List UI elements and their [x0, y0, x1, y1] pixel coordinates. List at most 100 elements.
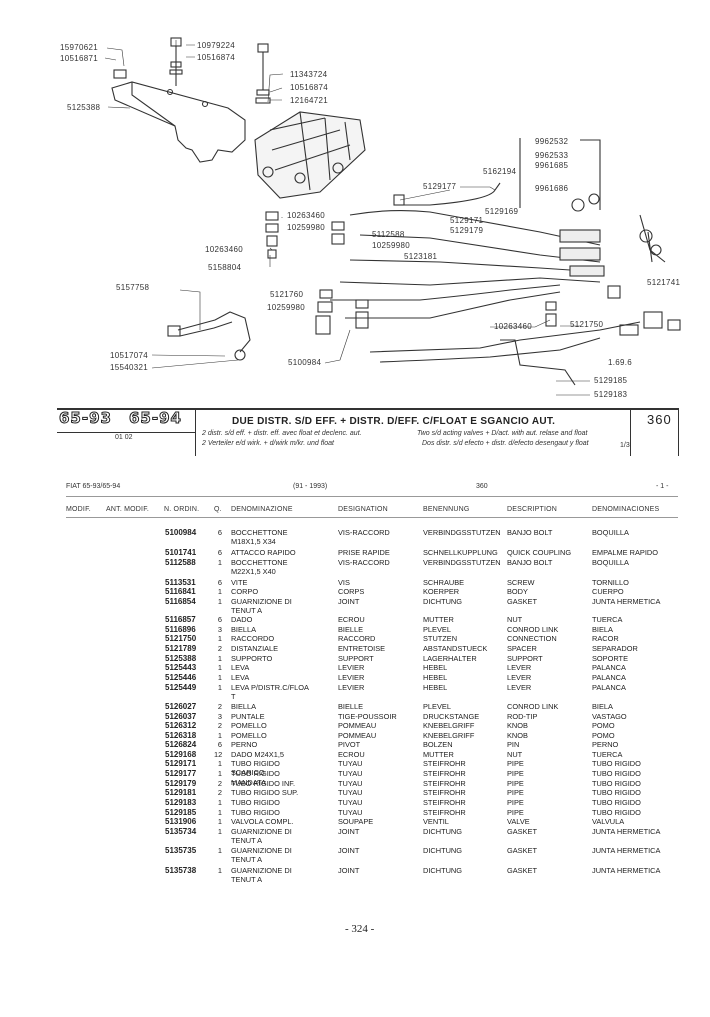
cell-es: JUNTA HERMETICA — [592, 866, 661, 875]
callout: 5162194 — [483, 167, 517, 176]
header-fr: DESIGNATION — [338, 506, 388, 513]
cell-fr: SUPPORT — [338, 654, 374, 663]
cell-q: 2 — [217, 644, 222, 653]
callout: 5129171 — [450, 216, 484, 225]
cell-de: VENTIL — [423, 817, 449, 826]
cell-de: VERBINDGSSTUTZEN — [423, 558, 501, 567]
cell-no: 5121789 — [165, 644, 197, 653]
cell-it: VITE — [231, 578, 248, 587]
cell-es: JUNTA HERMETICA — [592, 597, 661, 606]
cell-fr: VIS-RACCORD — [338, 558, 390, 567]
cell-fr: TUYAU — [338, 769, 363, 778]
cell-es: POMO — [592, 731, 615, 740]
cell-fr: POMMEAU — [338, 731, 377, 740]
cell-q: 6 — [217, 528, 222, 537]
model-logo: 65-93 — [59, 409, 112, 428]
cell-it: BOCCHETTONE M18X1,5 X34 — [231, 528, 288, 546]
header-order-no: N. ORDIN. — [164, 506, 200, 513]
cell-en: KNOB — [507, 731, 528, 740]
cell-q: 2 — [217, 788, 222, 797]
cell-de: STUTZEN — [423, 634, 458, 643]
cell-no: 5125446 — [165, 673, 197, 682]
cell-fr: RACCORD — [338, 634, 376, 643]
cell-en: PIPE — [507, 788, 524, 797]
group-sheet: 1/3 — [620, 442, 630, 449]
cell-en: NUT — [507, 750, 523, 759]
cell-no: 5129183 — [165, 798, 197, 807]
cell-de: HEBEL — [423, 663, 448, 672]
cell-en: GASKET — [507, 597, 537, 606]
cell-no: 5131906 — [165, 817, 197, 826]
header-it: DENOMINAZIONE — [231, 506, 293, 513]
callout: 9961686 — [535, 184, 569, 193]
cell-fr: LEVIER — [338, 663, 365, 672]
callout: 5129169 — [485, 207, 519, 216]
cell-en: SCREW — [507, 578, 535, 587]
cell-de: STEIFROHR — [423, 788, 466, 797]
cell-de: DICHTUNG — [423, 827, 463, 836]
cell-it: BOCCHETTONE M22X1,5 X40 — [231, 558, 288, 576]
cell-no: 5135738 — [165, 866, 197, 875]
cell-it: BIELLA — [231, 702, 257, 711]
cell-q: 6 — [217, 548, 222, 557]
callout: 5158804 — [208, 263, 242, 272]
cell-es: VASTAGO — [592, 712, 627, 721]
cell-q: 1 — [217, 683, 222, 692]
cell-de: HEBEL — [423, 673, 448, 682]
cell-it: TUBO RIGIDO SCARICO — [231, 759, 280, 777]
cell-es: TUBO RIGIDO — [592, 759, 641, 768]
cell-en: ROD-TIP — [507, 712, 538, 721]
model-logo: 65-94 — [129, 409, 182, 428]
cell-es: RACOR — [592, 634, 619, 643]
cell-q: 1 — [217, 817, 222, 826]
callout: 5100984 — [288, 358, 322, 367]
cell-fr: TIGE-POUSSOIR — [338, 712, 397, 721]
cell-de: ABSTANDSTUECK — [423, 644, 488, 653]
cell-it: RACCORDO — [231, 634, 275, 643]
cell-fr: ECROU — [338, 750, 365, 759]
cell-de: STEIFROHR — [423, 779, 466, 788]
cell-en: GASKET — [507, 866, 537, 875]
cell-q: 1 — [217, 866, 222, 875]
cell-de: PLEVEL — [423, 702, 451, 711]
cell-it: TUBO RIGIDO INF. — [231, 779, 296, 788]
support-bracket-shape — [111, 81, 246, 163]
cell-it: GUARNIZIONE DI TENUT A — [231, 846, 292, 864]
cell-de: DICHTUNG — [423, 846, 463, 855]
callout: 12164721 — [290, 96, 328, 105]
cell-q: 6 — [217, 615, 222, 624]
cell-de: VERBINDGSSTUTZEN — [423, 528, 501, 537]
callout: 10263460 — [494, 322, 532, 331]
cell-en: LEVER — [507, 683, 532, 692]
cell-fr: LEVIER — [338, 683, 365, 692]
cell-en: QUICK COUPLING — [507, 548, 572, 557]
cell-fr: LEVIER — [338, 673, 365, 682]
cell-fr: CORPS — [338, 587, 365, 596]
cell-de: SCHRAUBE — [423, 578, 465, 587]
cell-en: KNOB — [507, 721, 528, 730]
cell-de: KNEBELGRIFF — [423, 731, 475, 740]
cell-en: BANJO BOLT — [507, 528, 553, 537]
exploded-parts-diagram: 15970621 10516871 10979224 10516874 1134… — [0, 0, 710, 405]
cell-q: 12 — [214, 750, 223, 759]
cell-q: 1 — [217, 597, 222, 606]
cell-en: SUPPORT — [507, 654, 543, 663]
cell-es: BOQUILLA — [592, 528, 629, 537]
cell-fr: TUYAU — [338, 788, 363, 797]
cell-en: CONROD LINK — [507, 702, 559, 711]
cell-it: TUBO RIGIDO SUP. — [231, 788, 299, 797]
callout: 5112588 — [372, 230, 405, 239]
cell-fr: JOINT — [338, 597, 360, 606]
cell-q: 6 — [217, 578, 222, 587]
cell-no: 5125388 — [165, 654, 197, 663]
callout: 10516871 — [60, 54, 98, 63]
callout: 11343724 — [290, 70, 328, 79]
cell-q: 2 — [217, 721, 222, 730]
cell-fr: ECROU — [338, 615, 365, 624]
callout: 9961685 — [535, 161, 569, 170]
cell-q: 1 — [217, 663, 222, 672]
sheet-label: - 1 - — [656, 483, 669, 490]
cell-it: TUBO RIGIDO — [231, 798, 280, 807]
callout: 5121741 — [647, 278, 681, 287]
cell-fr: POMMEAU — [338, 721, 377, 730]
